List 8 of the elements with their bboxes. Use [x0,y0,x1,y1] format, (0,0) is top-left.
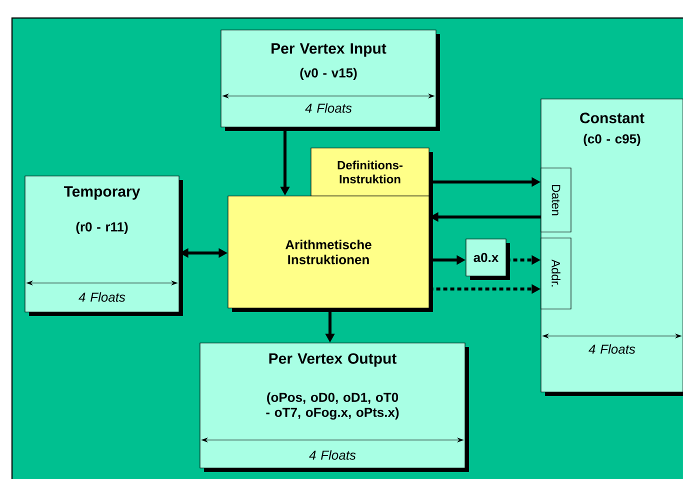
port-box: Addr. [540,238,572,310]
register-box: a0.x [466,238,510,280]
register-box: Temporary (r0 - r11) 4 Floats [24,176,183,316]
port-box: Daten [540,168,572,232]
instruction-box: Definitions- Instruktion [310,148,433,200]
register-box: Per Vertex Output (oPos, oD0, oD1, oT0 - oT7, oFog.x, oPts.x) 4 Floats [200,342,469,472]
register-box: Per Vertex Input (v0 - v15) 4 Floats [220,30,440,131]
instruction-box: Arithmetische Instruktionen [228,196,433,312]
